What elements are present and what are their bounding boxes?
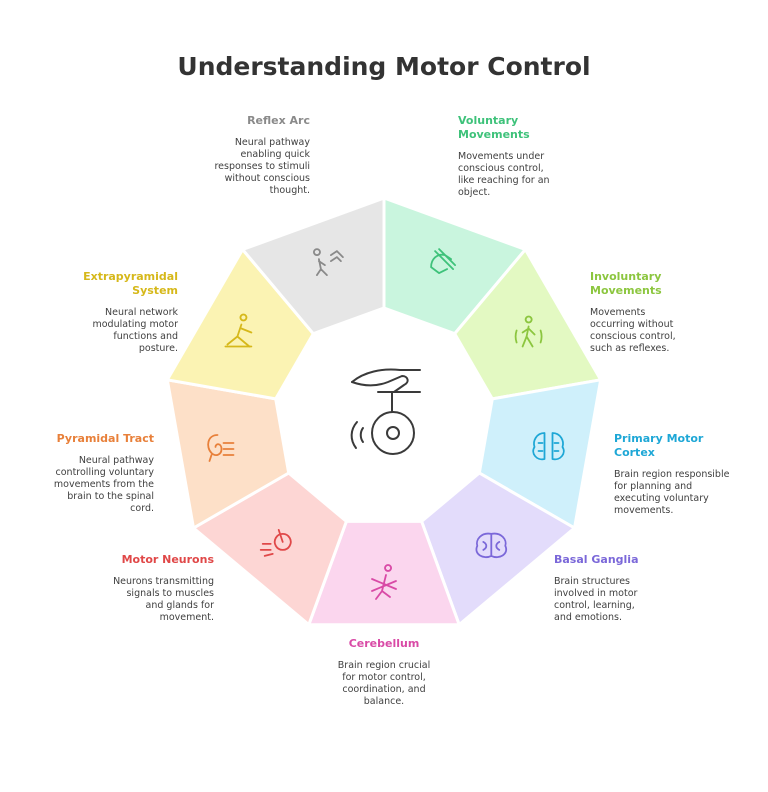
label-primary-motor-cortex: Primary Motor Cortex Brain region respon… <box>614 432 768 517</box>
segment-heading: Extrapyramidal System <box>83 270 178 297</box>
segment-description: Neural pathway enabling quick responses … <box>214 137 310 196</box>
label-voluntary: Voluntary Movements Movements under cons… <box>458 114 618 199</box>
segment-description: Brain region crucial for motor control, … <box>337 660 431 707</box>
walking-person-icon <box>514 315 543 348</box>
label-reflex-arc: Reflex Arc Neural pathway enabling quick… <box>150 114 310 197</box>
label-cerebellum: Cerebellum Brain region crucial for moto… <box>304 637 464 708</box>
segment-heading: Involuntary Movements <box>590 270 662 297</box>
label-motor-neurons: Motor Neurons Neurons transmitting signa… <box>54 553 214 624</box>
label-basal-ganglia: Basal Ganglia Brain structures involved … <box>554 553 714 624</box>
balance-figure-icon <box>371 564 397 600</box>
segment-description: Movements occurring without conscious co… <box>590 307 676 354</box>
segment-description: Movements under conscious control, like … <box>458 151 550 198</box>
segment-heading: Basal Ganglia <box>554 553 639 566</box>
segment-heading: Cerebellum <box>348 637 420 650</box>
label-pyramidal-tract: Pyramidal Tract Neural pathway controlli… <box>0 432 154 515</box>
hand-wheel-icon <box>350 368 421 455</box>
segment-description: Neural pathway controlling voluntary mov… <box>53 455 154 514</box>
brain-circuit-icon <box>532 432 565 461</box>
segment-heading: Voluntary Movements <box>458 114 530 141</box>
hand-grip-icon <box>430 248 457 275</box>
segment-description: Neurons transmitting signals to muscles … <box>113 576 214 623</box>
exercise-figure-icon <box>224 313 253 348</box>
segment-description: Brain structures involved in motor contr… <box>554 576 638 623</box>
segment-heading: Reflex Arc <box>247 114 310 127</box>
reflex-figure-icon <box>313 248 344 277</box>
segment-heading: Motor Neurons <box>121 553 214 566</box>
segment-description: Neural network modulating motor function… <box>92 307 178 354</box>
brain-icon <box>475 532 508 559</box>
page-title: Understanding Motor Control <box>177 52 591 81</box>
segment-reflex <box>240 195 386 336</box>
segment-heading: Primary Motor Cortex <box>614 432 704 459</box>
label-extrapyramidal-system: Extrapyramidal System Neural network mod… <box>18 270 178 355</box>
segment-description: Brain region responsible for planning an… <box>614 469 730 516</box>
neural-pathway-icon <box>207 434 235 462</box>
segment-heading: Pyramidal Tract <box>56 432 154 445</box>
wrecking-ball-icon <box>259 529 292 557</box>
label-involuntary: Involuntary Movements Movements occurrin… <box>590 270 750 355</box>
